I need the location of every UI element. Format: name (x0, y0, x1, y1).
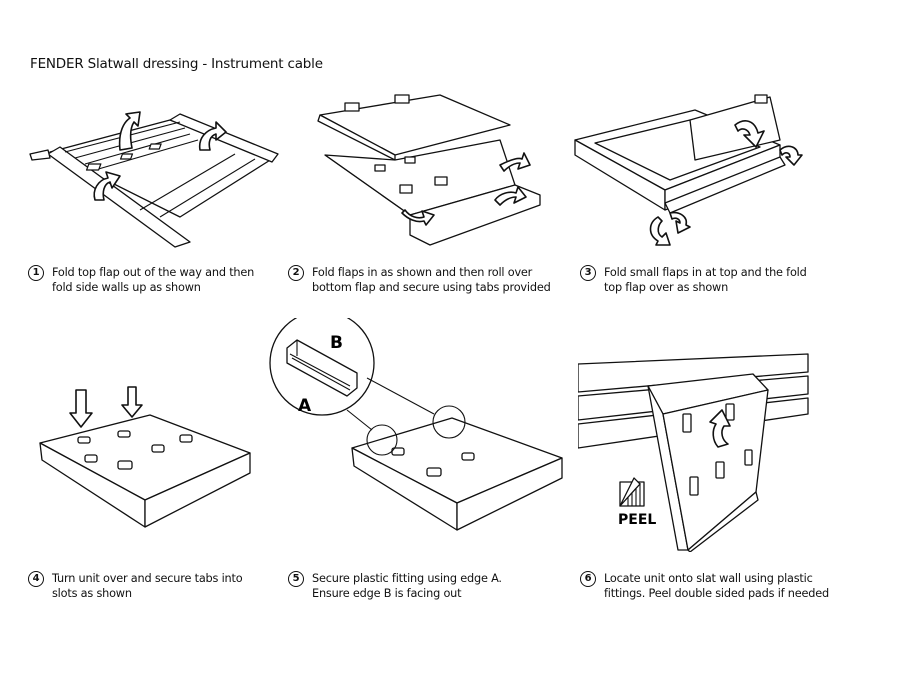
fold-arrow-icon (118, 111, 141, 151)
step-2-line-1: Fold flaps in as shown and then roll ove… (312, 266, 533, 279)
step-4-line-2: slots as shown (52, 587, 132, 600)
box-side-right (144, 452, 251, 528)
fold-arrow-icon (779, 145, 803, 166)
side-wall-right (169, 113, 279, 163)
fold-arrow-icon (401, 209, 435, 226)
fold-arrow-icon (93, 171, 121, 201)
step-number-badge: 6 (580, 571, 596, 587)
step-2-illustration (300, 85, 560, 255)
fold-arrow-icon (669, 211, 691, 234)
step-number-badge: 1 (28, 265, 44, 281)
document-title: FENDER Slatwall dressing - Instrument ca… (30, 56, 323, 72)
fitting-location-circle (366, 424, 398, 456)
fold-arrow-icon (198, 121, 227, 151)
up-arrow-icon (709, 409, 731, 448)
step-number-badge: 2 (288, 265, 304, 281)
fold-arrow-icon (494, 186, 527, 206)
step-6-line-1: Locate unit onto slat wall using plastic (604, 572, 813, 585)
step-5-line-1: Secure plastic fitting using edge A. (312, 572, 502, 585)
step-5-line-2: Ensure edge B is facing out (312, 587, 462, 600)
step-6-illustration: PEEL (577, 352, 810, 553)
peel-label: PEEL (618, 512, 656, 528)
edge-a-label: A (298, 396, 312, 416)
step-number-badge: 3 (580, 265, 596, 281)
step-number-badge: 4 (28, 571, 44, 587)
step-1-illustration (20, 92, 290, 252)
down-arrow-icon (69, 389, 93, 428)
slat-1 (577, 353, 809, 393)
edge-b-label: B (330, 333, 343, 353)
side-wall-left (47, 146, 191, 248)
step-3-line-1: Fold small flaps in at top and the fold (604, 266, 807, 279)
fold-arrow-icon (499, 152, 531, 172)
step-1-line-1: Fold top flap out of the way and then (52, 266, 255, 279)
step-1-line-2: fold side walls up as shown (52, 281, 201, 294)
step-number-badge: 5 (288, 571, 304, 587)
down-arrow-icon (121, 386, 143, 418)
tab-left (29, 149, 51, 161)
fitting-location-circle (432, 405, 466, 439)
step-4-line-1: Turn unit over and secure tabs into (52, 572, 243, 585)
step-3-illustration (570, 85, 810, 255)
step-2-line-2: bottom flap and secure using tabs provid… (312, 281, 551, 294)
fold-arrow-icon (734, 120, 765, 148)
step-3-line-2: top flap over as shown (604, 281, 729, 294)
peel-icon (619, 477, 645, 507)
fold-arrow-icon (649, 216, 671, 246)
box-side-right (456, 457, 563, 531)
step-6-line-2: fittings. Peel double sided pads if need… (604, 587, 829, 600)
step-5-illustration: B A (262, 310, 567, 538)
step-4-illustration (30, 385, 260, 535)
